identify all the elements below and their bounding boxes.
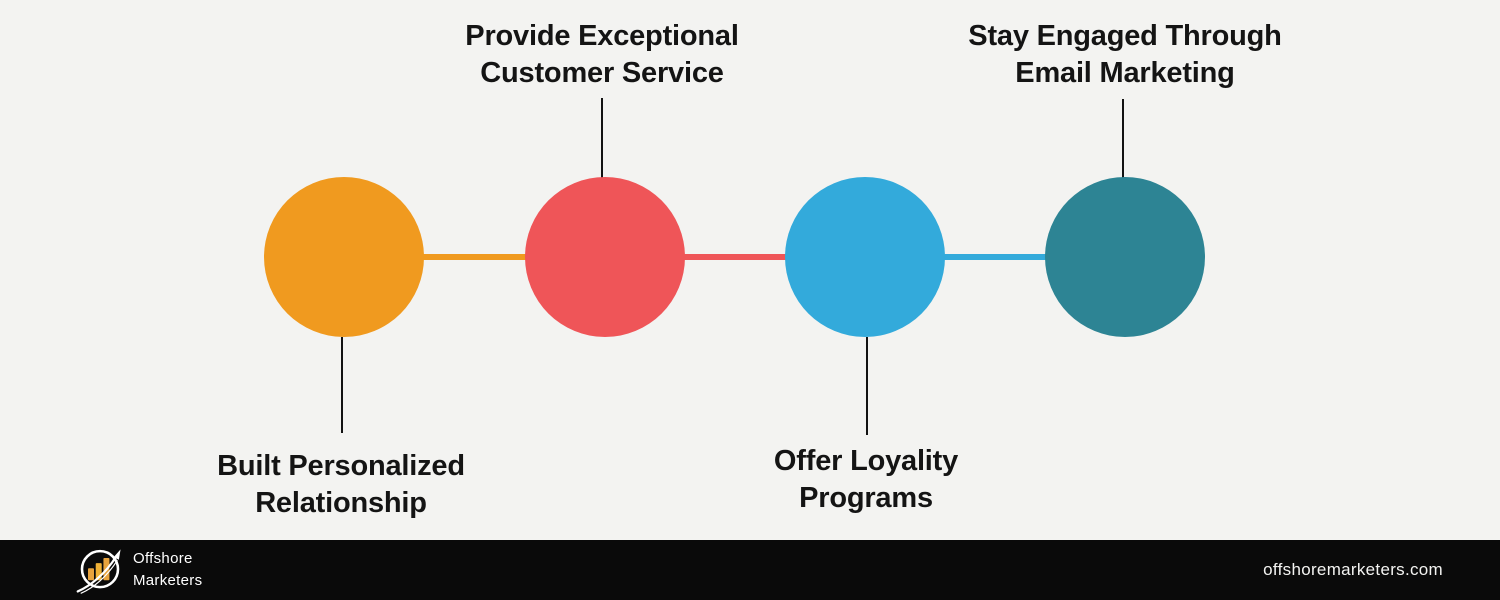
step-label-line: Built Personalized [217,450,465,482]
stem-line-loyalty-programs [866,337,868,435]
step-label-exceptional-service: Provide Exceptional Customer Service [382,18,822,92]
logo-circle-outline [80,549,120,589]
stem-line-email-marketing [1122,99,1124,179]
step-label-line: Offer Loyality [773,445,959,477]
step-label-email-marketing: Stay Engaged Through Email Marketing [905,18,1345,92]
footer-bar: Offshore Marketers offshoremarketers.com [0,540,1500,600]
growth-chart-logo-icon [76,549,121,594]
step-label-line: Stay Engaged Through [968,20,1282,52]
step-circle-email-marketing [1045,177,1205,337]
stem-line-built-personalized [341,337,343,433]
website-url: offshoremarketers.com [1263,560,1443,579]
step-circle-loyalty-programs [785,177,945,337]
connector-line-3 [865,254,1125,260]
step-label-loyalty-programs: Offer Loyality Programs [646,443,1086,517]
connector-line-2 [605,254,865,260]
step-label-line: Customer Service [480,57,724,89]
step-label-line: Email Marketing [1015,57,1235,89]
step-label-line: Programs [799,482,933,514]
brand-name: Offshore Marketers [133,548,202,592]
step-circle-built-personalized [264,177,424,337]
brand-logo-lockup: Offshore Marketers [76,546,202,594]
step-label-line: Provide Exceptional [465,20,739,52]
step-label-line: Relationship [255,487,427,519]
brand-name-line1: Offshore [133,550,193,567]
step-circle-exceptional-service [525,177,685,337]
connector-line-1 [344,254,605,260]
stem-line-exceptional-service [601,98,603,178]
growth-arrow-glyph [76,549,121,594]
brand-name-line2: Marketers [133,572,203,589]
step-label-built-personalized: Built Personalized Relationship [121,448,561,522]
